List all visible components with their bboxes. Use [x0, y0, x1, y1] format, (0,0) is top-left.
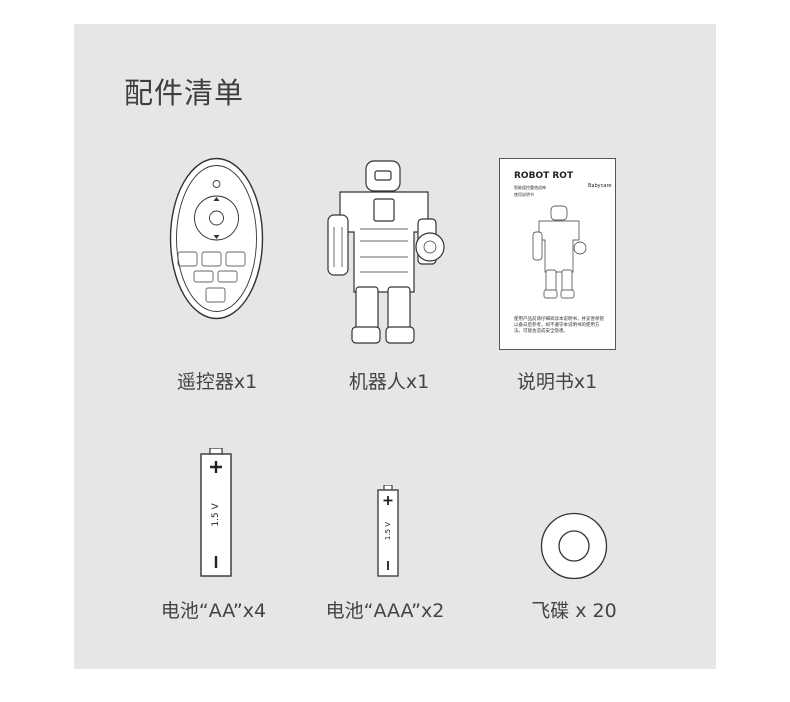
battery-aa-illustration: 1.5 V: [200, 448, 232, 578]
page-title: 配件清单: [124, 76, 245, 110]
manual-subtitle-1: 智能遥控重炮战神: [514, 185, 546, 190]
manual-notice: 使用产品前请仔细阅读本说明书，并妥善保管以备日后参考。如不遵守本说明书的使用方法…: [514, 317, 604, 334]
remote-label: 遥控器x1: [176, 371, 258, 393]
disc-label: 飞碟 x 20: [531, 600, 617, 622]
manual-brand: Babycare: [588, 183, 612, 189]
accessories-panel: 配件清单 遥控器x1: [74, 24, 716, 669]
battery-aaa-voltage: 1.5 V: [384, 521, 392, 541]
manual-subtitle-2: 使用说明书: [514, 192, 534, 197]
battery-aaa-illustration: 1.5 V: [377, 485, 399, 577]
battery-aaa-label: 电池“AAA”x2: [325, 600, 445, 622]
robot-illustration: [320, 157, 448, 347]
manual-illustration: ROBOT ROT Babycare 智能遥控重炮战神 使用说明书 使用产品前请…: [499, 158, 616, 350]
battery-aa-voltage: 1.5 V: [211, 503, 221, 527]
manual-label: 说明书x1: [516, 371, 598, 393]
manual-title: ROBOT ROT: [514, 171, 574, 181]
remote-control-illustration: [169, 157, 264, 320]
robot-label: 机器人x1: [348, 371, 430, 393]
disc-illustration: [540, 512, 608, 580]
battery-aa-label: 电池“AA”x4: [160, 600, 267, 622]
